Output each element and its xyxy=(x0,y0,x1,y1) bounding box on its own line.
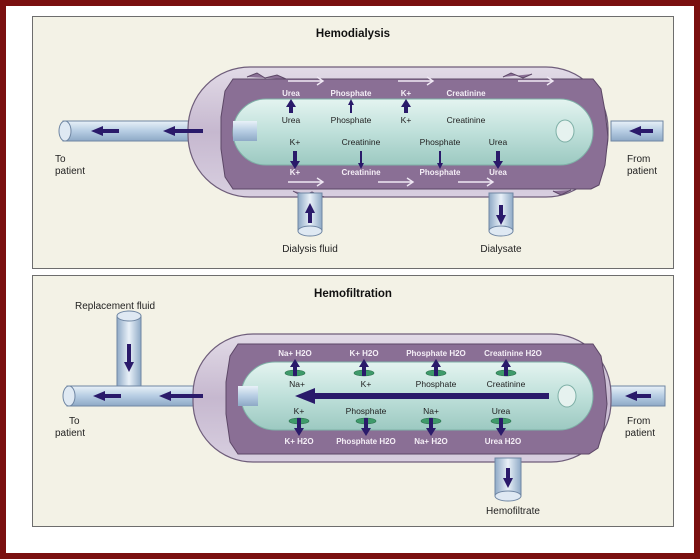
blood-label: Phosphate xyxy=(416,379,457,389)
blood-label: Na+ xyxy=(289,379,305,389)
blood-label: K+ xyxy=(294,406,305,416)
hemofiltration-panel: Hemofiltration Na+ H2O K+ H2O Phosphate … xyxy=(32,275,674,527)
hemofiltrate-opening xyxy=(494,490,522,502)
blood-label: Urea xyxy=(489,137,508,147)
upward-convection-arrows xyxy=(290,359,511,376)
dialysis-fluid-label: Dialysis fluid xyxy=(282,244,338,255)
tube-junction xyxy=(233,121,257,141)
replacement-fluid-arrow xyxy=(124,344,134,372)
blood-label: K+ xyxy=(401,115,412,125)
upper-blood-labels: Urea Phosphate K+ Creatinine xyxy=(282,115,486,125)
blood-label: Phosphate xyxy=(420,137,461,147)
blood-label: Urea xyxy=(492,406,511,416)
hemofiltrate-label: Hemofiltrate xyxy=(486,506,540,517)
dialysis-fluid-arrow xyxy=(305,203,315,223)
membrane-label: Na+ H2O xyxy=(278,349,312,358)
from-patient-label: patient xyxy=(625,428,655,439)
membrane-label: Creatinine xyxy=(446,89,486,98)
hemofiltrate-arrow xyxy=(503,468,513,488)
membrane-label: Creatinine H2O xyxy=(484,349,542,358)
membrane-label: K+ H2O xyxy=(284,437,313,446)
membrane-label: Phosphate xyxy=(420,168,461,177)
hemodialysis-diagram: Hemodialysis Urea Phosphate K+ Creatinin… xyxy=(55,28,664,255)
blood-label: K+ xyxy=(361,379,372,389)
inflow-arrow xyxy=(625,391,651,401)
dialysate-flow-arrows xyxy=(288,76,555,187)
blood-label: Na+ xyxy=(423,406,439,416)
blood-label: Phosphate xyxy=(346,406,387,416)
downward-convection-arrows xyxy=(294,418,506,436)
from-patient-label: From xyxy=(627,154,650,165)
hemofiltrate-pipe xyxy=(494,457,522,497)
outflow-pipe-opening xyxy=(58,120,72,142)
lower-blood-labels: K+ Creatinine Phosphate Urea xyxy=(290,137,508,147)
membrane-label: K+ xyxy=(290,168,301,177)
membrane-label: Urea xyxy=(489,168,507,177)
to-patient-label: To xyxy=(55,154,66,165)
bottom-membrane-labels: K+ Creatinine Phosphate Urea xyxy=(290,168,508,177)
tube-junction xyxy=(238,386,258,406)
to-patient-label: patient xyxy=(55,166,85,177)
to-patient-label: patient xyxy=(55,428,85,439)
outflow-pipe-opening xyxy=(62,385,76,407)
membrane-label: Phosphate xyxy=(331,89,372,98)
blood-flow-arrow xyxy=(295,388,549,404)
blood-label: K+ xyxy=(290,137,301,147)
hemofiltration-title: Hemofiltration xyxy=(314,288,392,300)
outflow-arrows xyxy=(93,391,203,401)
blood-label: Urea xyxy=(282,115,301,125)
upper-membrane-labels: Na+ H2O K+ H2O Phosphate H2O Creatinine … xyxy=(278,349,542,358)
upward-diffusion-arrows xyxy=(286,99,411,113)
replacement-fluid-opening xyxy=(116,310,142,322)
blood-label: Creatinine xyxy=(342,137,381,147)
hemodialysis-title: Hemodialysis xyxy=(316,28,390,40)
membrane-label: Urea H2O xyxy=(485,437,521,446)
hemofiltration-diagram: Hemofiltration Na+ H2O K+ H2O Phosphate … xyxy=(55,288,666,517)
blood-label: Creatinine xyxy=(487,379,526,389)
blood-label: Creatinine xyxy=(447,115,486,125)
downward-diffusion-arrows xyxy=(290,151,503,169)
membrane-label: Na+ H2O xyxy=(414,437,448,446)
replacement-fluid-label: Replacement fluid xyxy=(75,301,155,312)
membrane-label: K+ xyxy=(401,89,412,98)
dialysis-fluid-opening xyxy=(297,225,323,237)
from-patient-label: From xyxy=(627,416,650,427)
dialysate-arrow xyxy=(496,205,506,225)
lower-membrane-labels: K+ H2O Phosphate H2O Na+ H2O Urea H2O xyxy=(284,437,521,446)
membrane-label: K+ H2O xyxy=(349,349,378,358)
blood-label: Phosphate xyxy=(331,115,372,125)
upper-blood-labels: Na+ K+ Phosphate Creatinine xyxy=(289,379,526,389)
dialysate-opening xyxy=(488,225,514,237)
membrane-label: Phosphate H2O xyxy=(336,437,396,446)
to-patient-label: To xyxy=(69,416,80,427)
blood-tube-inlet xyxy=(557,384,577,408)
blood-tube-inlet xyxy=(555,119,575,143)
outer-frame: Hemodialysis Urea Phosphate K+ Creatinin… xyxy=(6,6,694,553)
membrane-label: Urea xyxy=(282,89,300,98)
lower-blood-labels: K+ Phosphate Na+ Urea xyxy=(294,406,511,416)
inflow-arrow xyxy=(629,126,653,136)
membrane-label: Phosphate H2O xyxy=(406,349,466,358)
top-membrane-labels: Urea Phosphate K+ Creatinine xyxy=(282,89,486,98)
outflow-arrows xyxy=(91,126,203,136)
hemodialysis-panel: Hemodialysis Urea Phosphate K+ Creatinin… xyxy=(32,16,674,269)
from-patient-label: patient xyxy=(627,166,657,177)
dialysate-label: Dialysate xyxy=(480,244,522,255)
membrane-label: Creatinine xyxy=(341,168,381,177)
blood-tube xyxy=(232,98,594,166)
